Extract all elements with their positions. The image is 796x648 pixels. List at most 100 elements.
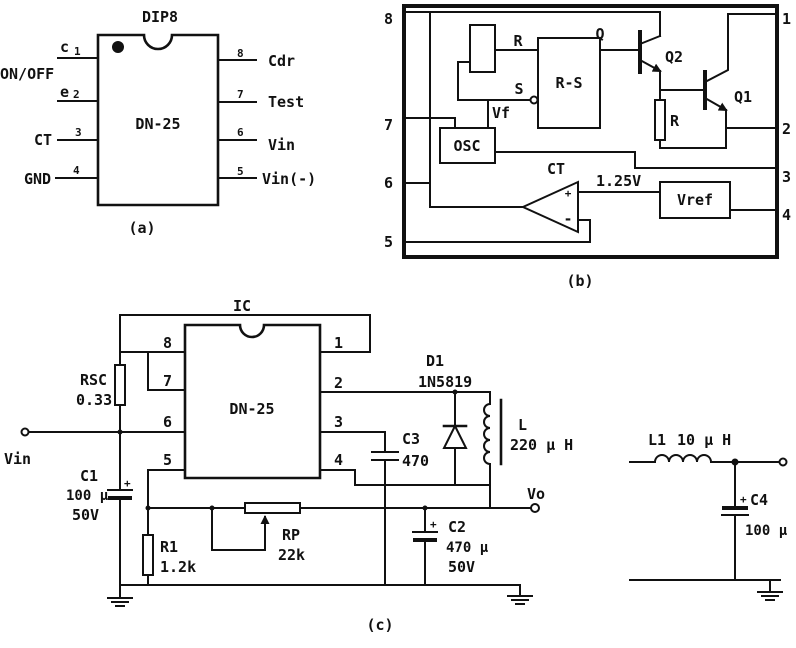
rs-flipflop-box [537, 37, 601, 129]
pin-number-4: 4 [73, 164, 80, 177]
pin-name-3: CT [34, 131, 52, 149]
oscillator-label: OSC [453, 137, 480, 155]
l1-value: 10 μ H [677, 431, 731, 449]
rsc-value: 0.33 [76, 391, 112, 409]
c1-polarity-mark: + [124, 477, 131, 490]
c2-voltage: 50V [448, 558, 475, 576]
pin1-indicator-dot [112, 41, 124, 53]
c4-polarity-mark: + [740, 493, 747, 506]
l-inductor-coil [483, 402, 492, 466]
rs-input-s-label: S [514, 80, 523, 98]
c1-name: C1 [80, 467, 98, 485]
q1-label: Q1 [734, 88, 752, 106]
q2-emitter [638, 58, 662, 73]
filter-output-terminal [778, 457, 788, 467]
input-block [469, 24, 496, 73]
ground-rail [119, 584, 521, 597]
comparator-minus-sign: - [563, 210, 572, 228]
vin-label: Vin [4, 450, 31, 468]
pin-number-1: 1 [74, 45, 81, 58]
pin-name-4: GND [24, 170, 51, 188]
junction-dot [117, 429, 123, 435]
rp-wiper [211, 507, 270, 551]
panel-b-block-diagram: 8 7 6 5 1 2 3 4 [384, 4, 791, 290]
pin-number-7: 7 [237, 88, 244, 101]
c1-value: 100 μ [66, 488, 109, 504]
pin-function-1: ON/OFF [0, 65, 54, 83]
wire-pin7 [147, 351, 186, 391]
junction-dot [422, 505, 428, 511]
comparator-triangle [520, 180, 579, 234]
c4-value: 100 μ [745, 523, 788, 539]
ic-pin-7: 7 [163, 372, 172, 390]
r1-resistor [142, 534, 154, 576]
block-pin-5: 5 [384, 233, 393, 251]
junction-dot [145, 505, 151, 511]
l1-inductor-coil [653, 454, 713, 464]
wire-pin3-to-c3 [319, 431, 386, 453]
pin-number-8: 8 [237, 47, 244, 60]
vref-box [659, 181, 731, 219]
c2-value: 470 μ [446, 540, 489, 556]
pin-number-6: 6 [237, 126, 244, 139]
comparator-label: CT [547, 160, 565, 178]
vo-terminal [530, 503, 540, 513]
output-lc-filter: L1 10 μ H + C4 100 μ [629, 431, 788, 601]
c4-top-plate [722, 506, 748, 510]
c4-name: C4 [750, 491, 768, 509]
d1-diode-body [442, 423, 468, 449]
junction-dot [209, 505, 215, 511]
r1-value: 1.2k [160, 558, 196, 576]
pin-name-6: Vin [268, 136, 295, 154]
pin-name-7: Test [268, 93, 304, 111]
ground-symbol-left [107, 597, 133, 607]
block-pin-4: 4 [782, 206, 791, 224]
ic-chip-label: DN-25 [229, 400, 274, 418]
internal-resistor [654, 99, 666, 141]
ic-pin-5: 5 [163, 451, 172, 469]
c2-polarity-mark: + [430, 518, 437, 531]
vin-terminal [20, 427, 30, 437]
ic-pin-4: 4 [334, 451, 343, 469]
rp-name: RP [282, 526, 300, 544]
block-pin-2: 2 [782, 120, 791, 138]
dip8-package-body [96, 33, 220, 207]
pin-name-8: Cdr [268, 52, 295, 70]
rp-potentiometer [244, 502, 301, 514]
pin-number-3: 3 [75, 126, 82, 139]
pin-name-1: c [60, 38, 69, 56]
d1-value: 1N5819 [418, 373, 472, 391]
ground-symbol-filter [757, 579, 783, 601]
pin-name-5: Vin(-) [262, 170, 316, 188]
wire-osc-to-pin3 [494, 151, 778, 169]
panel-b-caption: (b) [566, 272, 593, 290]
pin-number-2: 2 [73, 88, 80, 101]
vf-label: Vf [492, 104, 510, 122]
panel-c-caption: (c) [366, 616, 393, 634]
vo-label: Vo [527, 485, 545, 503]
pin-name-2: e [60, 83, 69, 101]
ic-pin-3: 3 [334, 413, 343, 431]
s-input-inversion-bubble [529, 95, 539, 105]
panel-a-caption: (a) [128, 219, 155, 237]
c1-voltage: 50V [72, 506, 99, 524]
ic-label: IC [233, 297, 251, 315]
c1-bottom-plate [108, 496, 132, 500]
ic-pin-1: 1 [334, 334, 343, 352]
rs-input-r-label: R [513, 32, 523, 50]
rs-flipflop-label: R-S [555, 74, 582, 92]
rp-value: 22k [278, 546, 305, 564]
wire-pin8-to-q2-collector [403, 11, 661, 37]
ic-pin-8: 8 [163, 334, 172, 352]
l1-name: L1 [648, 431, 666, 449]
l-name: L [518, 416, 527, 434]
wire-pin4 [319, 469, 491, 486]
vref-label: Vref [677, 191, 713, 209]
reference-voltage-label: 1.25V [596, 172, 641, 190]
panel-a-pinout: DIP8 DN-25 c 1 ON/OFF e 2 CT 3 GND 4 8 C… [0, 8, 316, 237]
rsc-name: RSC [80, 371, 107, 389]
block-pin-3: 3 [782, 168, 791, 186]
wire-q1-emitter-to-pin2 [725, 109, 778, 129]
block-pin-1: 1 [782, 10, 791, 28]
d1-name: D1 [426, 352, 444, 370]
